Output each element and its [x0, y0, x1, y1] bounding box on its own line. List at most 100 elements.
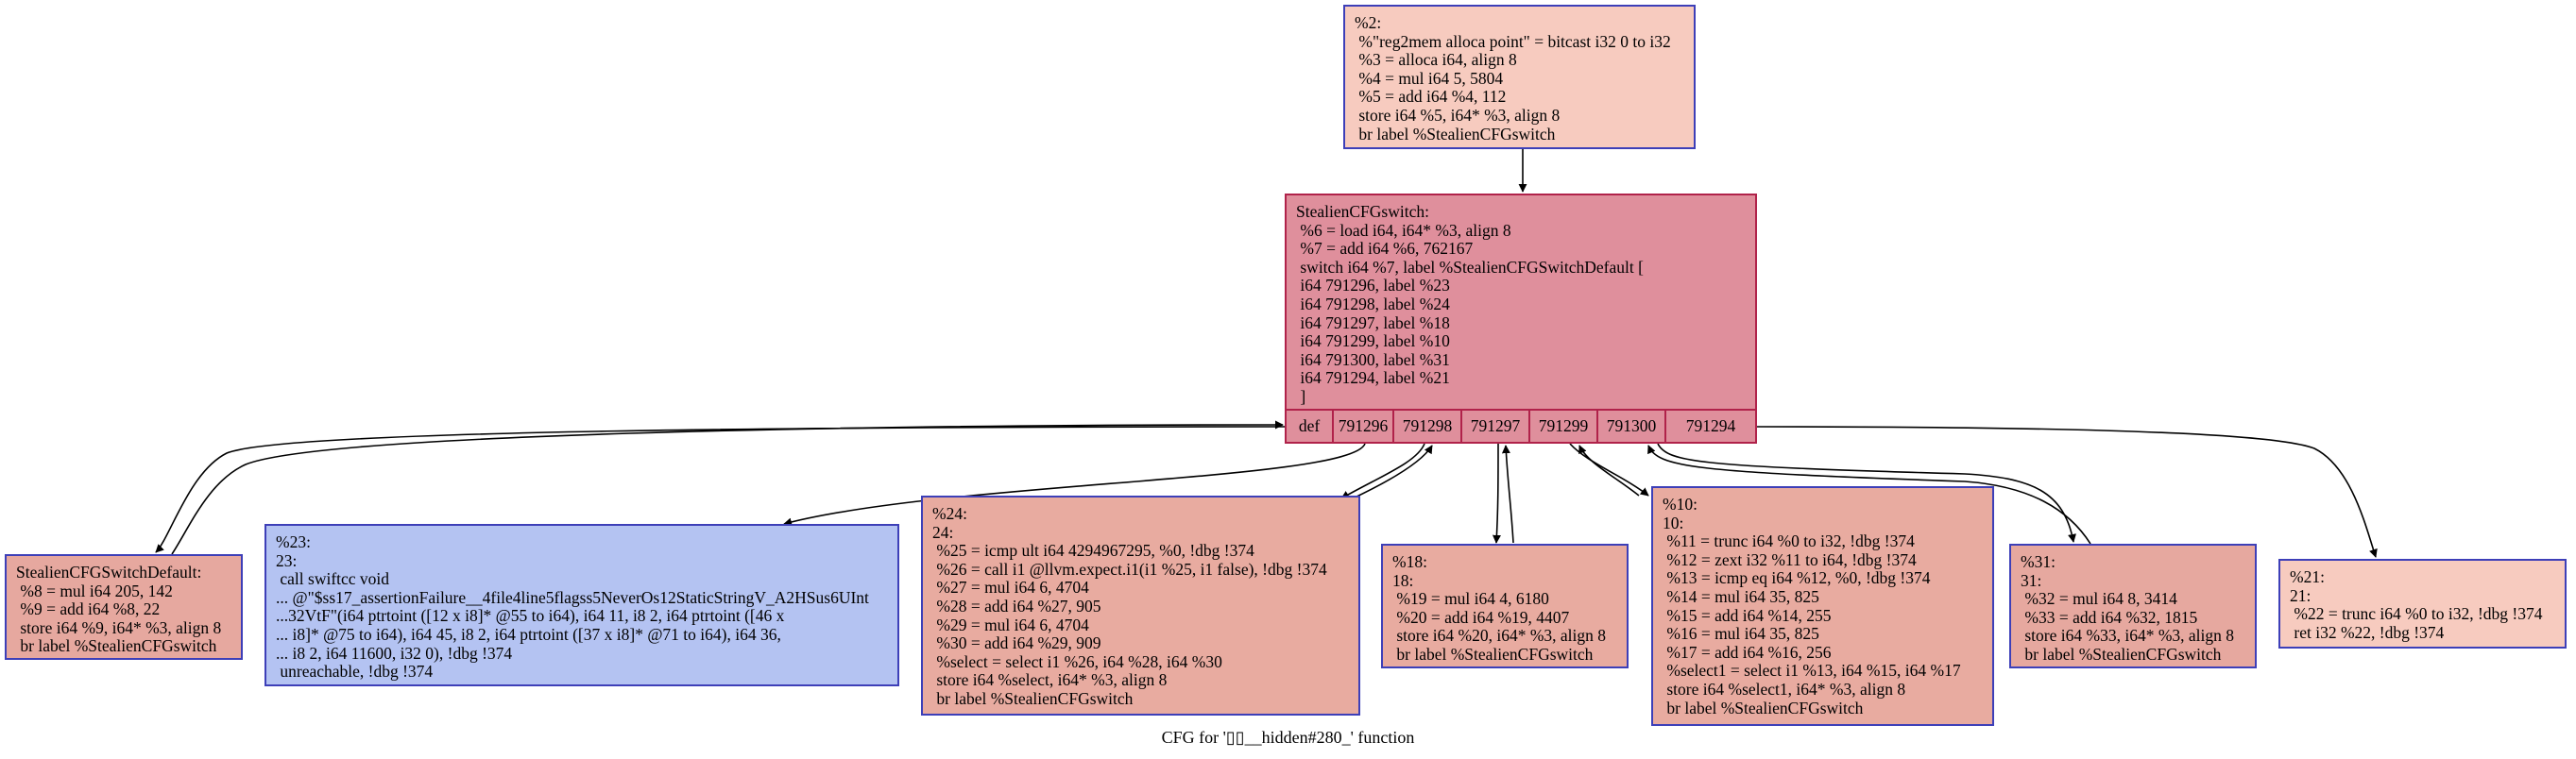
code-line: %9 = add i64 %8, 22 — [16, 599, 161, 619]
code-line: store i64 %9, i64* %3, align 8 — [16, 617, 222, 637]
code-line: i64 791299, label %10 — [1296, 331, 1450, 351]
code-line: %22 = trunc i64 %0 to i32, !dbg !374 — [2290, 604, 2543, 624]
node-entry: %2: %"reg2mem alloca point" = bitcast i3… — [1343, 5, 1696, 149]
node-21: %21:21: %22 = trunc i64 %0 to i32, !dbg … — [2278, 559, 2567, 649]
code-line: i64 791294, label %21 — [1296, 368, 1450, 388]
code-line: StealienCFGswitch: — [1296, 202, 1429, 221]
code-line: call swiftcc void — [276, 569, 390, 589]
code-line: %25 = icmp ult i64 4294967295, %0, !dbg … — [932, 541, 1254, 561]
code-line: br label %StealienCFGswitch — [1355, 124, 1556, 143]
code-line: %3 = alloca i64, align 8 — [1355, 50, 1517, 70]
code-line: 18: — [1392, 570, 1414, 590]
code-line: %17 = add i64 %16, 256 — [1663, 642, 1832, 662]
code-line: i64 791298, label %24 — [1296, 294, 1450, 313]
code-line: %6 = load i64, i64* %3, align 8 — [1296, 220, 1511, 240]
code-line: %11 = trunc i64 %0 to i32, !dbg !374 — [1663, 531, 1915, 551]
code-line: 31: — [2021, 570, 2042, 590]
code-line: %14 = mul i64 35, 825 — [1663, 586, 1819, 606]
code-line: 21: — [2290, 585, 2312, 605]
code-line: %13 = icmp eq i64 %12, %0, !dbg !374 — [1663, 568, 1931, 588]
code-line: br label %StealienCFGswitch — [16, 636, 217, 656]
switch-port-791298: 791298 — [1392, 411, 1460, 442]
node-switch-default: StealienCFGSwitchDefault: %8 = mul i64 2… — [5, 554, 243, 660]
switch-port-791296: 791296 — [1332, 411, 1392, 442]
edge-791294-to-n21 — [1756, 426, 2378, 558]
switch-port-791297: 791297 — [1460, 411, 1528, 442]
edge-def-to-default — [155, 426, 1286, 553]
code-line: %26 = call i1 @llvm.expect.i1(i1 %25, i1… — [932, 559, 1327, 579]
code-line: %32 = mul i64 8, 3414 — [2021, 589, 2177, 609]
code-line: %28 = add i64 %27, 905 — [932, 596, 1101, 616]
code-line: 23: — [276, 550, 298, 570]
edge-n10-to-791299 — [1578, 445, 1640, 497]
node-18: %18:18: %19 = mul i64 4, 6180 %20 = add … — [1381, 544, 1629, 668]
code-line: %20 = add i64 %19, 4407 — [1392, 607, 1570, 627]
code-line: %33 = add i64 %32, 1815 — [2021, 607, 2198, 627]
code-line: ... i8]* @75 to i64), i64 45, i8 2, i64 … — [276, 624, 781, 644]
code-line: ...32VtF"(i64 ptrtoint ([12 x i8]* @55 t… — [276, 606, 785, 626]
code-line: ... @"$ss17_assertionFailure__4file4line… — [276, 587, 869, 607]
code-line: ... i8 2, i64 11600, i32 0), !dbg !374 — [276, 643, 513, 663]
node-23: %23:23: call swiftcc void... @"$ss17_ass… — [264, 524, 899, 686]
code-line: StealienCFGSwitchDefault: — [16, 563, 202, 582]
edge-default-to-switch — [171, 420, 1284, 555]
code-line: store i64 %5, i64* %3, align 8 — [1355, 105, 1561, 125]
code-line: %5 = add i64 %4, 112 — [1355, 87, 1507, 107]
code-line: store i64 %33, i64* %3, align 8 — [2021, 626, 2235, 646]
code-line: %7 = add i64 %6, 762167 — [1296, 239, 1474, 259]
code-line: %12 = zext i32 %11 to i64, !dbg !374 — [1663, 549, 1917, 569]
code-line: %19 = mul i64 4, 6180 — [1392, 589, 1549, 609]
code-line: %select1 = select i1 %13, i64 %15, i64 %… — [1663, 661, 1961, 681]
code-line: %2: — [1355, 13, 1382, 32]
code-line: %16 = mul i64 35, 825 — [1663, 624, 1819, 644]
code-line: br label %StealienCFGswitch — [2021, 644, 2222, 664]
node-stealien-cfg-switch: StealienCFGswitch: %6 = load i64, i64* %… — [1285, 194, 1757, 444]
code-line: ret i32 %22, !dbg !374 — [2290, 622, 2445, 642]
switch-port-791299: 791299 — [1528, 411, 1596, 442]
code-line: %23: — [276, 532, 311, 551]
node-10: %10:10: %11 = trunc i64 %0 to i32, !dbg … — [1651, 486, 1994, 726]
code-line: store i64 %select1, i64* %3, align 8 — [1663, 679, 1906, 699]
code-line: 10: — [1663, 513, 1684, 532]
code-line: %31: — [2021, 552, 2056, 571]
code-line: %4 = mul i64 5, 5804 — [1355, 68, 1504, 88]
code-line: br label %StealienCFGswitch — [932, 688, 1134, 708]
edge-n24-to-791298 — [1352, 445, 1433, 499]
code-line: %30 = add i64 %29, 909 — [932, 633, 1101, 653]
code-line: %8 = mul i64 205, 142 — [16, 581, 173, 600]
code-line: %"reg2mem alloca point" = bitcast i32 0 … — [1355, 31, 1671, 51]
code-line: i64 791300, label %31 — [1296, 349, 1450, 369]
code-line: %10: — [1663, 495, 1697, 514]
code-line: i64 791296, label %23 — [1296, 276, 1450, 295]
edge-791296-to-n23 — [783, 443, 1366, 527]
switch-port-791300: 791300 — [1596, 411, 1664, 442]
code-line: store i64 %select, i64* %3, align 8 — [932, 670, 1168, 690]
edge-791300-to-n31 — [1657, 443, 2076, 543]
code-line: %29 = mul i64 6, 4704 — [932, 615, 1089, 634]
node-24: %24:24: %25 = icmp ult i64 4294967295, %… — [921, 496, 1360, 716]
code-line: i64 791297, label %18 — [1296, 312, 1450, 332]
code-line: %15 = add i64 %14, 255 — [1663, 605, 1832, 625]
graph-caption: CFG for '▯▯__hidden#280_' function — [1161, 728, 1415, 747]
code-line: store i64 %20, i64* %3, align 8 — [1392, 626, 1607, 646]
code-line: br label %StealienCFGswitch — [1663, 698, 1864, 717]
code-line: unreachable, !dbg !374 — [276, 662, 434, 682]
code-line: ] — [1296, 386, 1306, 406]
code-line: %24: — [932, 504, 967, 523]
code-line: %21: — [2290, 567, 2325, 586]
code-line: br label %StealienCFGswitch — [1392, 644, 1594, 664]
edge-791297-to-n18 — [1492, 443, 1501, 544]
code-line: %18: — [1392, 552, 1427, 571]
edge-791299-to-n10 — [1569, 443, 1649, 497]
edge-n31-to-791300 — [1647, 445, 2091, 545]
switch-port-def: def — [1298, 415, 1321, 435]
node-31: %31:31: %32 = mul i64 8, 3414 %33 = add … — [2009, 544, 2257, 668]
code-line: %select = select i1 %26, i64 %28, i64 %3… — [932, 651, 1222, 671]
code-line: 24: — [932, 522, 954, 542]
edge-n18-to-791297 — [1501, 445, 1514, 544]
switch-port-791294: 791294 — [1664, 411, 1755, 442]
code-line: switch i64 %7, label %StealienCFGSwitchD… — [1296, 257, 1644, 277]
edge-791298-to-n24 — [1340, 443, 1425, 499]
code-line: %27 = mul i64 6, 4704 — [932, 578, 1089, 598]
